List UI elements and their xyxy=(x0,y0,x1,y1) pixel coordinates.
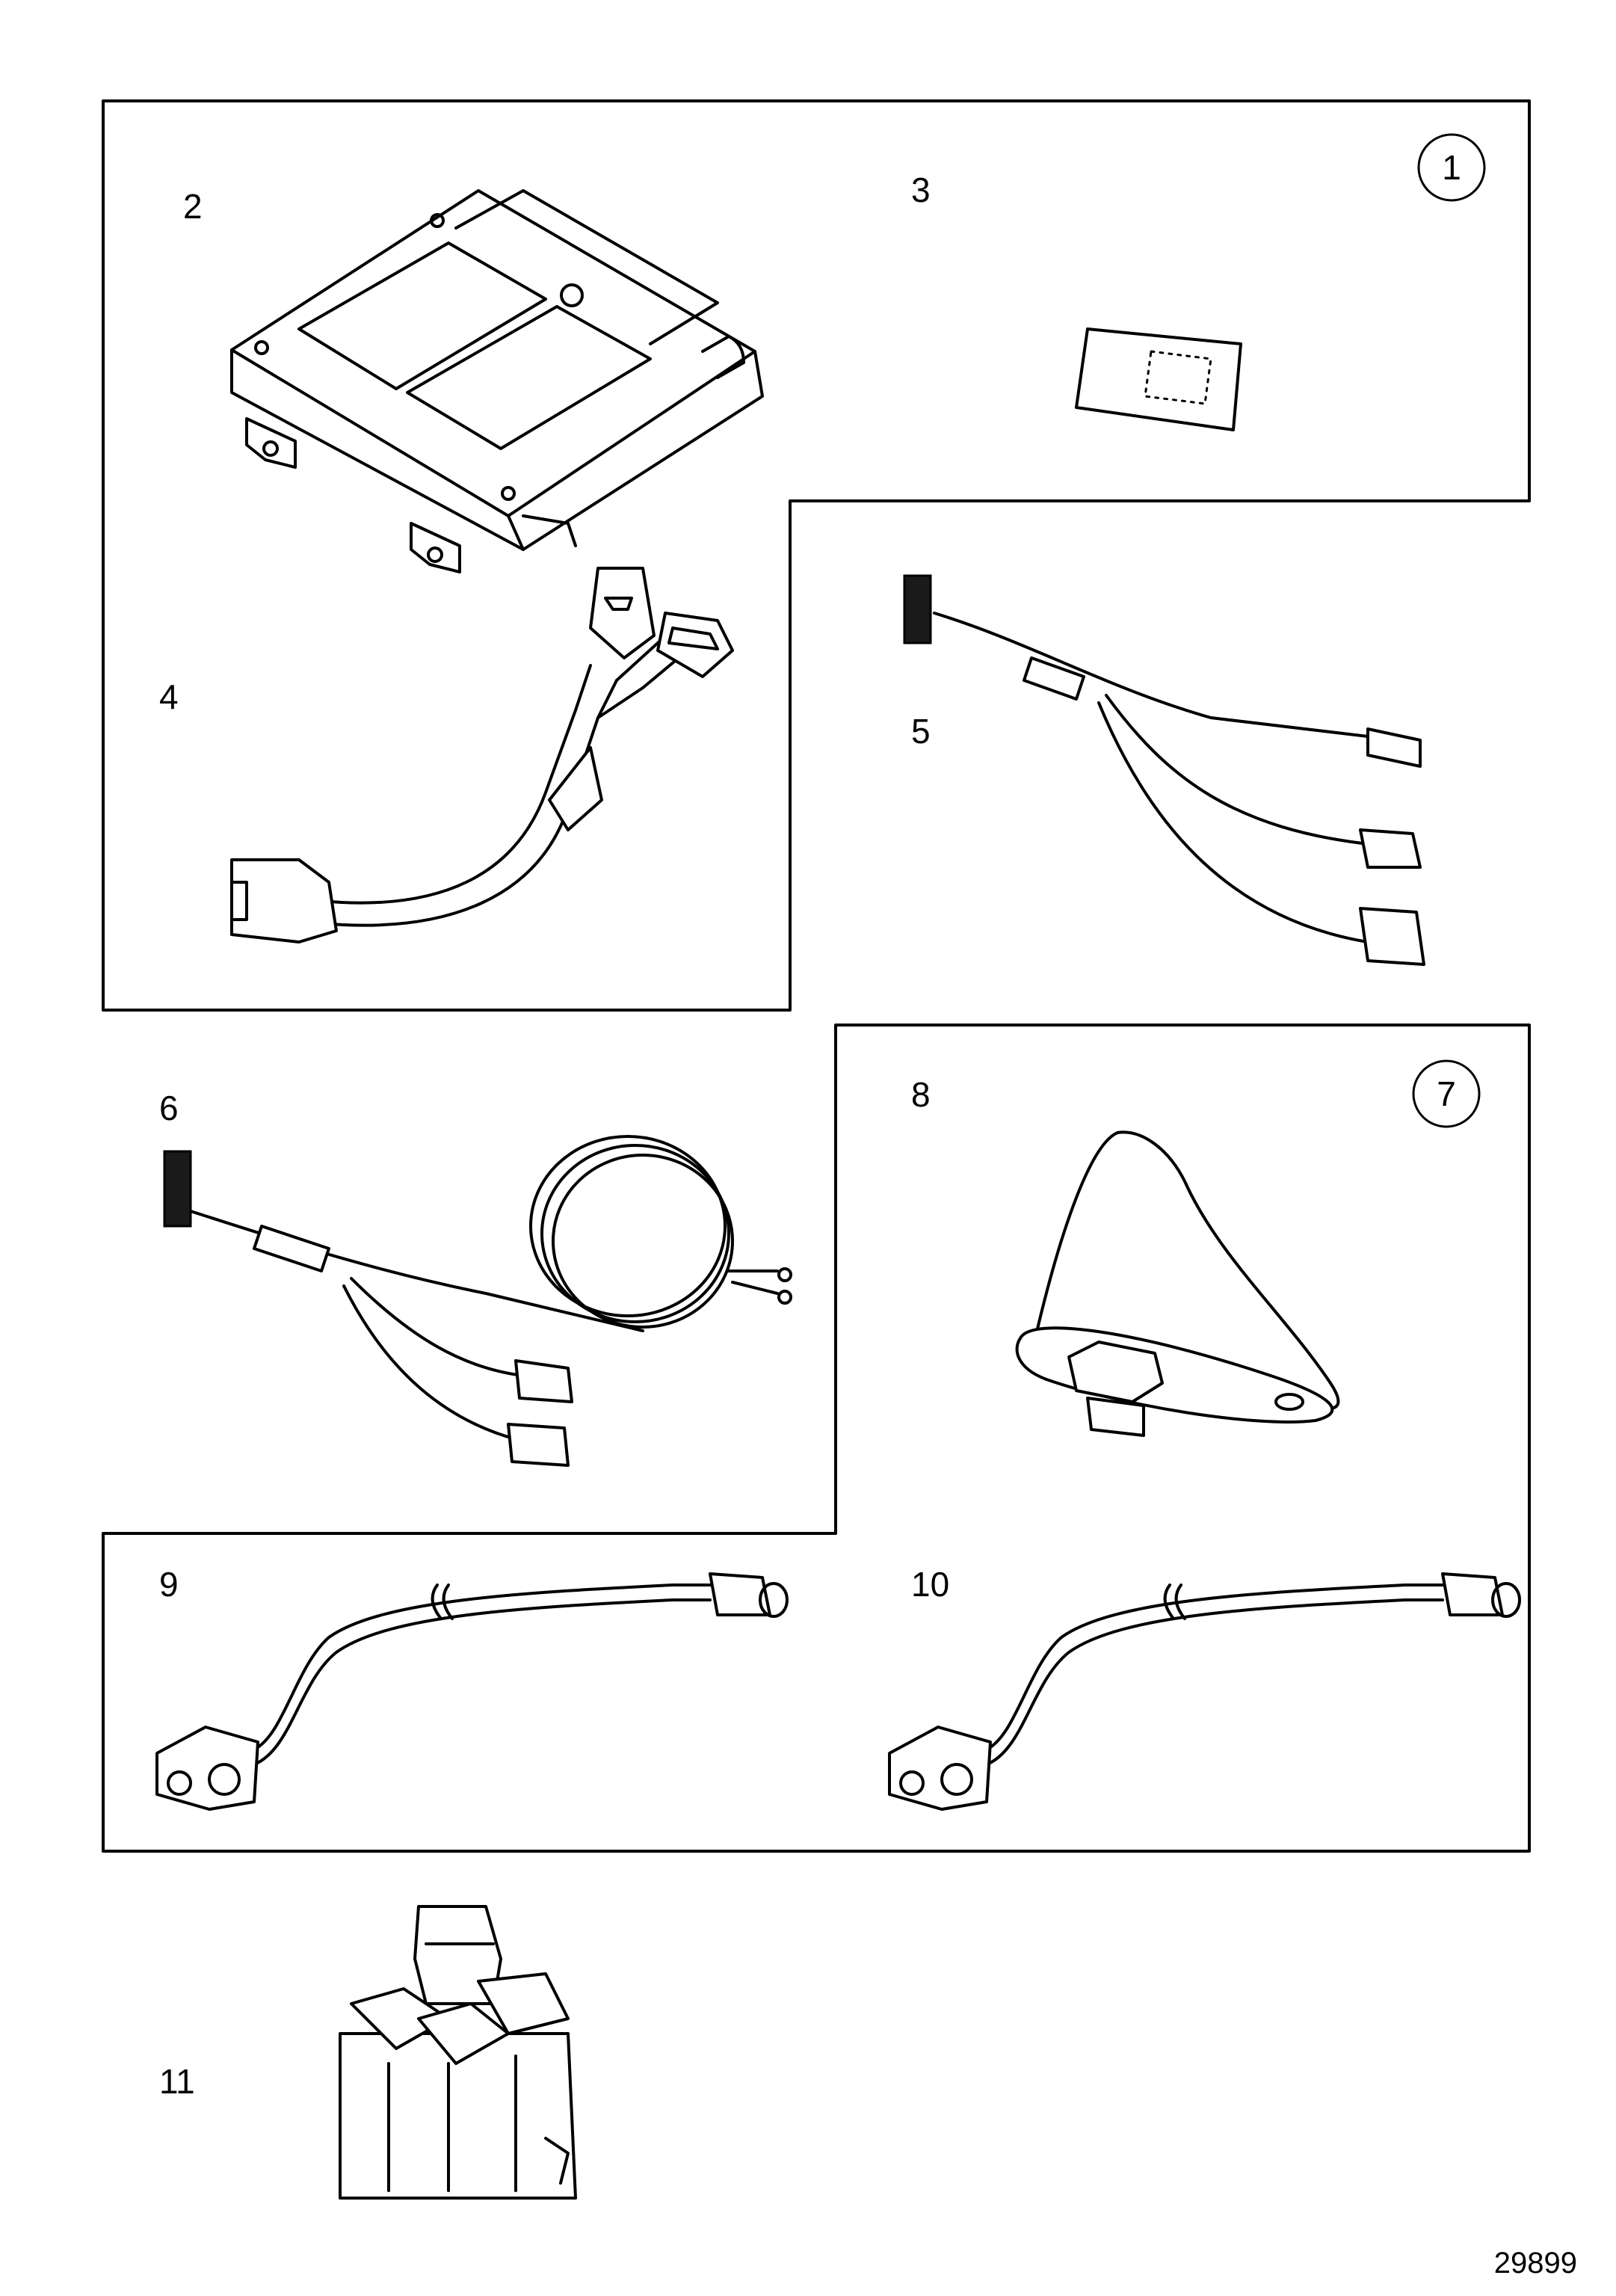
item-label-9: 9 xyxy=(159,1565,179,1604)
control-unit-drawing xyxy=(230,189,764,573)
group-7-outline xyxy=(102,1024,1531,1853)
harness-6-drawing xyxy=(163,1135,792,1467)
harness-4-drawing xyxy=(230,567,734,944)
item-label-5: 5 xyxy=(911,712,931,751)
coax-cable-9-drawing xyxy=(155,1572,789,1811)
antenna-drawing xyxy=(1015,1130,1340,1437)
coax-cable-10-drawing xyxy=(888,1572,1521,1811)
item-label-8: 8 xyxy=(911,1075,931,1114)
item-label-3: 3 xyxy=(911,170,931,209)
document-number: 29899 xyxy=(1494,2247,1577,2280)
group-7-number: 7 xyxy=(1437,1074,1456,1113)
item-label-10: 10 xyxy=(911,1565,949,1604)
card-drawing xyxy=(1075,327,1242,431)
item-label-2: 2 xyxy=(183,187,203,226)
item-label-4: 4 xyxy=(159,677,179,716)
group-7-circle xyxy=(1412,1059,1481,1128)
item-label-6: 6 xyxy=(159,1089,179,1127)
harness-5-drawing xyxy=(903,574,1425,966)
group-1-outline xyxy=(102,99,1531,1012)
group-1-number: 1 xyxy=(1442,148,1461,187)
item-label-11: 11 xyxy=(159,2062,195,2101)
relay-block-drawing xyxy=(339,1905,577,2200)
group-1-circle xyxy=(1417,133,1486,202)
